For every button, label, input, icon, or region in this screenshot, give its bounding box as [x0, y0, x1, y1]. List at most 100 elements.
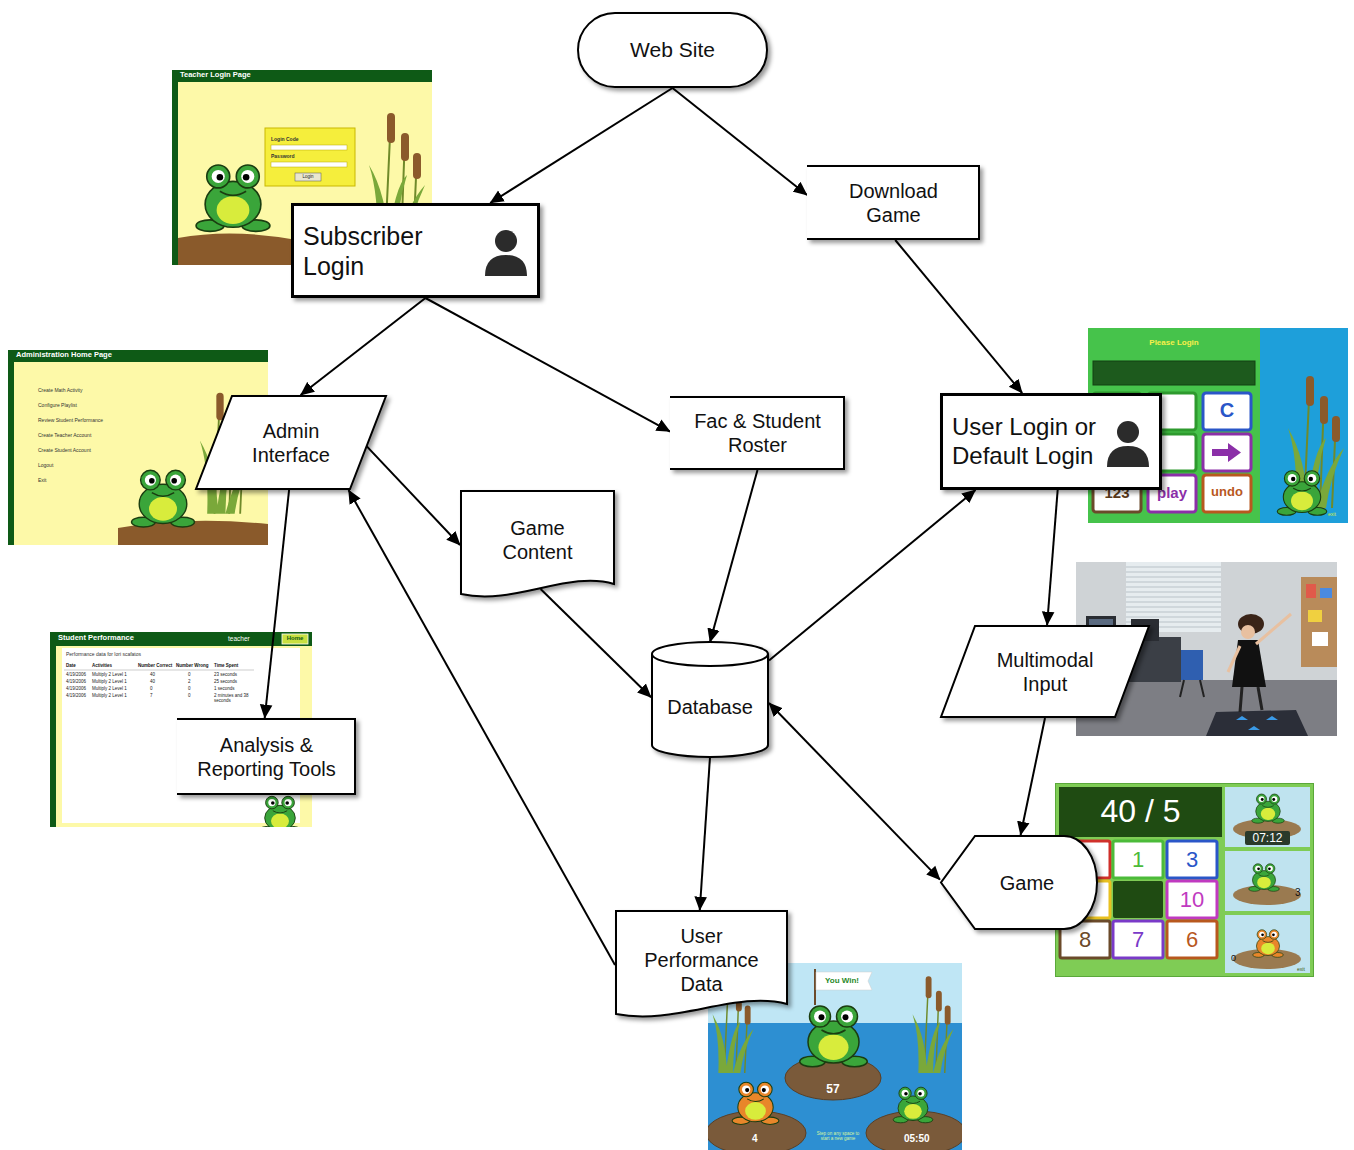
player-score: 0 — [1231, 953, 1236, 963]
path-part — [816, 972, 872, 990]
path-part — [1256, 614, 1291, 644]
table-cell: 25 seconds — [214, 679, 237, 684]
person-icon — [1104, 417, 1152, 467]
use-part — [1277, 471, 1327, 516]
table-cell: 40 — [150, 672, 155, 677]
outline-path — [670, 397, 844, 469]
rect-part — [172, 70, 178, 265]
connector-arrow — [700, 757, 710, 910]
circle-part — [1241, 625, 1255, 639]
rect-part — [1203, 393, 1251, 430]
rect-part — [1113, 921, 1163, 958]
screen-title: Administration Home Page — [16, 351, 112, 360]
use-part — [132, 470, 195, 527]
node-label: Subscriber Login — [303, 221, 443, 281]
connector-arrow — [541, 589, 651, 697]
outline-path — [578, 13, 767, 87]
node-label: User Performance Data — [637, 924, 767, 996]
pad-number: 4 — [752, 1133, 758, 1145]
table-cell: Multiply 2 Level 1 — [92, 679, 127, 684]
node-label: Multimodal Input — [985, 648, 1105, 696]
menu-item: Review Student Performance — [38, 418, 103, 424]
path-part — [178, 233, 297, 265]
login-box: Subscriber Login — [291, 203, 540, 298]
node-label: Game — [1000, 871, 1054, 895]
win-banner: You Win! — [816, 976, 868, 985]
use-part — [1253, 930, 1284, 958]
tile-number: 3 — [1167, 847, 1217, 872]
rect-part — [1225, 787, 1310, 847]
outline-path — [941, 836, 1097, 929]
document-shape: Game Content — [460, 490, 615, 600]
rect-part — [282, 634, 308, 644]
use-part — [260, 796, 301, 827]
key-label: undo — [1203, 485, 1251, 500]
menu-item: Logout — [38, 463, 53, 469]
table-cell: Multiply 2 Level 1 — [92, 672, 127, 677]
table-header: Number Wrong — [176, 663, 208, 668]
table-cell: 0 — [188, 686, 191, 691]
display-shape: Game — [940, 835, 1098, 930]
table-header: Date — [66, 663, 76, 668]
path-part — [1180, 680, 1204, 697]
rect-part — [1059, 787, 1222, 837]
use-part — [800, 1006, 868, 1067]
table-cell: 23 seconds — [214, 672, 237, 677]
table-header: Number Correct — [138, 663, 172, 668]
connector-arrow — [301, 298, 426, 395]
io-parallelogram: Multimodal Input — [940, 625, 1150, 718]
rect-part — [1203, 475, 1251, 512]
tile-number: 6 — [1167, 927, 1217, 952]
rect-part — [1113, 881, 1163, 918]
outline-path — [670, 397, 844, 469]
instruction-note: Step on any space to start a new game — [814, 1131, 862, 1141]
menu-item: Create Student Account — [38, 448, 91, 454]
rect-part — [172, 70, 432, 82]
table-cell: 1 seconds — [214, 686, 235, 691]
node-label: Admin Interface — [236, 419, 346, 467]
outline-path — [807, 166, 979, 239]
io-parallelogram: Admin Interface — [195, 395, 387, 490]
field-label: Login Code — [271, 137, 299, 143]
table-cell: 7 — [150, 693, 153, 698]
table-caption: Performance data for lori scafatos — [66, 652, 141, 658]
line-part — [64, 670, 254, 671]
field-label: Password — [271, 154, 295, 160]
outline-path — [177, 719, 355, 794]
rect-part — [1167, 881, 1217, 918]
home-button: Home — [282, 635, 308, 642]
tile-number: 7 — [1113, 927, 1163, 952]
outline-path — [807, 166, 979, 239]
menu-item: Configure Playlist — [38, 403, 77, 409]
table-cell: 0 — [188, 693, 191, 698]
polygon-part — [1266, 716, 1278, 720]
line-part — [814, 969, 816, 1005]
timer: 05:50 — [904, 1133, 930, 1145]
rect-part — [1167, 841, 1217, 878]
rect-part — [1093, 361, 1255, 385]
rect-part — [1181, 650, 1203, 680]
person-icon-shape — [485, 230, 527, 276]
polygon-part — [1236, 716, 1248, 720]
score-display: 40 / 5 — [1059, 793, 1222, 830]
use-part — [1252, 794, 1284, 823]
tile-number: 10 — [1167, 887, 1217, 912]
rect-part — [1306, 584, 1316, 598]
rect-part — [271, 162, 347, 167]
table-cell: 4/19/2006 — [66, 693, 86, 698]
button-label: Login — [295, 174, 321, 179]
connector-arrow — [769, 703, 940, 880]
table-cell: 4/19/2006 — [66, 672, 86, 677]
rect-part — [1225, 915, 1310, 973]
table-cell: Multiply 2 Level 1 — [92, 686, 127, 691]
document-shape: User Performance Data — [615, 910, 788, 1020]
polygon-part — [1248, 726, 1260, 730]
table-cell: 2 minutes and 38 seconds — [214, 693, 250, 703]
rect-part — [1245, 831, 1290, 845]
tile-number: 1 — [1113, 847, 1163, 872]
use-part — [912, 976, 953, 1073]
login-box: User Login or Default Login — [940, 393, 1162, 490]
menu-item: Create Teacher Account — [38, 433, 91, 439]
path-part — [1228, 646, 1240, 672]
